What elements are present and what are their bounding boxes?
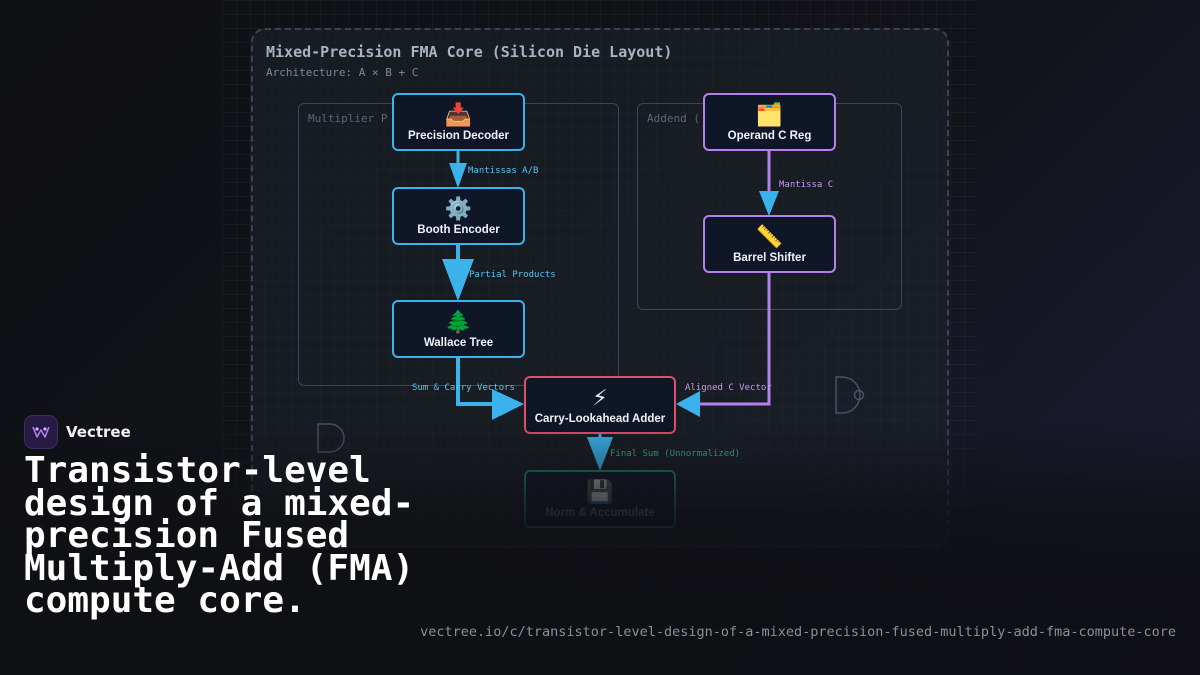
- node-label: Operand C Reg: [727, 129, 812, 142]
- node-label: Norm & Accumulate: [545, 506, 655, 519]
- node-norm-accumulate[interactable]: 💾 Norm & Accumulate: [524, 470, 676, 528]
- edge-label-partial-products: Partial Products: [469, 270, 556, 280]
- gate-bubble: [853, 389, 865, 401]
- node-carry-lookahead-adder[interactable]: ⚡ Carry-Lookahead Adder: [524, 376, 676, 434]
- edge-label-final-sum: Final Sum (Unnormalized): [610, 449, 741, 459]
- edge-label-sum-carry: Sum & Carry Vectors: [412, 383, 515, 393]
- arrowhead-mantissa-c: [759, 191, 779, 216]
- node-precision-decoder[interactable]: 📥 Precision Decoder: [392, 93, 525, 151]
- node-wallace-tree[interactable]: 🌲 Wallace Tree: [392, 300, 525, 358]
- page-headline: Transistor-level design of a mixed-preci…: [24, 450, 415, 621]
- diagram-subtitle: Architecture: A × B + C: [266, 66, 419, 79]
- node-label: Wallace Tree: [423, 336, 494, 349]
- straight-ruler-icon: 📏: [755, 224, 784, 250]
- card-index-dividers-icon: 🗂️: [755, 102, 784, 128]
- diagram-title: Mixed-Precision FMA Core (Silicon Die La…: [266, 43, 673, 61]
- node-label: Carry-Lookahead Adder: [534, 412, 666, 425]
- and-gate-outline: [317, 423, 345, 453]
- edge-label-mantissa-c: Mantissa C: [779, 180, 834, 190]
- node-barrel-shifter[interactable]: 📏 Barrel Shifter: [703, 215, 836, 273]
- arrowhead-aligned-c: [676, 391, 700, 417]
- edge-aligned-c: [700, 273, 771, 406]
- node-booth-encoder[interactable]: ⚙️ Booth Encoder: [392, 187, 525, 245]
- node-operand-c-reg[interactable]: 🗂️ Operand C Reg: [703, 93, 836, 151]
- addend-region-label: Addend (: [647, 112, 700, 125]
- edge-label-aligned-c: Aligned C Vector: [685, 383, 772, 393]
- buffer-gate-outline: [835, 376, 861, 414]
- multiplier-region-label: Multiplier P: [308, 112, 388, 125]
- vectree-logo-icon: [24, 415, 58, 449]
- lightning-icon: ⚡: [592, 385, 608, 411]
- node-label: Booth Encoder: [417, 223, 500, 236]
- edge-sum-carry: [456, 358, 496, 406]
- brand-name: Vectree: [66, 423, 131, 441]
- arrowhead-sum-carry: [492, 389, 524, 420]
- evergreen-tree-icon: 🌲: [444, 309, 473, 335]
- node-label: Precision Decoder: [408, 129, 509, 142]
- source-url[interactable]: vectree.io/c/transistor-level-design-of-…: [420, 624, 1176, 640]
- edge-label-mantissas-ab: Mantissas A/B: [468, 166, 539, 176]
- brand[interactable]: Vectree: [24, 415, 131, 449]
- floppy-disk-icon: 💾: [586, 479, 614, 505]
- node-label: Barrel Shifter: [733, 251, 806, 264]
- arrowhead-mantissas-ab: [449, 163, 467, 188]
- inbox-tray-icon: 📥: [444, 102, 473, 128]
- gear-icon: ⚙️: [444, 196, 473, 222]
- arrowhead-partial-products: [442, 259, 474, 301]
